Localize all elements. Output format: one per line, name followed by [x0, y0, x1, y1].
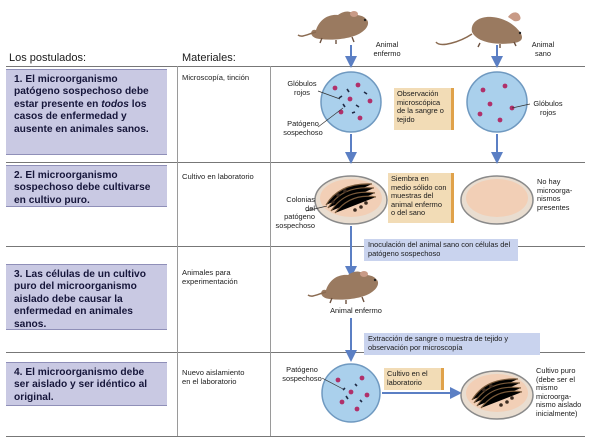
- mouse-sick-icon: [307, 271, 379, 304]
- sowing-box: Siembra en medio sólido con muestras del…: [388, 173, 454, 223]
- petri-dish-icon: [466, 71, 528, 133]
- culture-lab-box: Cultivo en el laboratorio: [384, 368, 444, 390]
- pathogen-label-left: Patógeno sospechoso: [283, 119, 323, 137]
- material-4: Nuevo aislamiento en el laboratorio: [182, 368, 245, 386]
- postulate-1: 1. El microorganismo patógeno sospechoso…: [6, 69, 167, 155]
- postulate-4: 4. El microorganismo debe ser aislado y …: [6, 362, 167, 406]
- petri-dish-icon: [460, 175, 534, 225]
- animal-healthy-label: Animal sano: [531, 40, 555, 58]
- material-2: Cultivo en laboratorio: [182, 172, 254, 181]
- postulate-2: 2. El microorganismo sospechoso debe cul…: [6, 165, 167, 207]
- row-divider-1: [6, 162, 585, 163]
- red-cells-label-right: Glóbulos rojos: [533, 99, 563, 117]
- inoculation-box: Inoculación del animal sano con células …: [364, 239, 518, 261]
- postulate-3: 3. Las células de un cultivo puro del mi…: [6, 264, 167, 330]
- column-separator-1: [177, 66, 178, 436]
- colonies-label: Colonias del patógeno sospechoso: [275, 195, 315, 230]
- petri-dish-icon: [314, 175, 388, 225]
- row-divider-top: [6, 66, 585, 67]
- petri-dish-icon: [320, 71, 382, 133]
- row-divider-3: [6, 352, 585, 353]
- column-separator-2: [270, 66, 271, 436]
- petri-dish-icon: [321, 363, 381, 423]
- observation-box: Observación microscópica de la sangre o …: [394, 88, 454, 130]
- animal-sick-label: Animal enfermo: [373, 40, 401, 58]
- mouse-sick-icon: [297, 11, 369, 44]
- postulates-header: Los postulados:: [9, 52, 87, 64]
- mouse-healthy-icon: [435, 12, 522, 48]
- material-3: Animales para experimentación: [182, 268, 238, 286]
- pure-culture-label: Cultivo puro (debe ser el mismo microorg…: [536, 366, 582, 418]
- materials-header: Materiales:: [182, 52, 236, 64]
- animal-sick-label-3: Animal enfermo: [330, 306, 382, 315]
- row-divider-bottom: [6, 436, 585, 437]
- no-microbes-label: No hay microorga- nismos presentes: [537, 177, 573, 212]
- extraction-box: Extracción de sangre o muestra de tejido…: [364, 333, 540, 355]
- row-divider-2: [6, 246, 585, 247]
- pathogen-label-4: Patógeno sospechoso: [282, 365, 322, 383]
- petri-dish-icon: [460, 370, 534, 420]
- red-cells-label-left: Glóbulos rojos: [287, 79, 317, 97]
- material-1: Microscopía, tinción: [182, 73, 250, 82]
